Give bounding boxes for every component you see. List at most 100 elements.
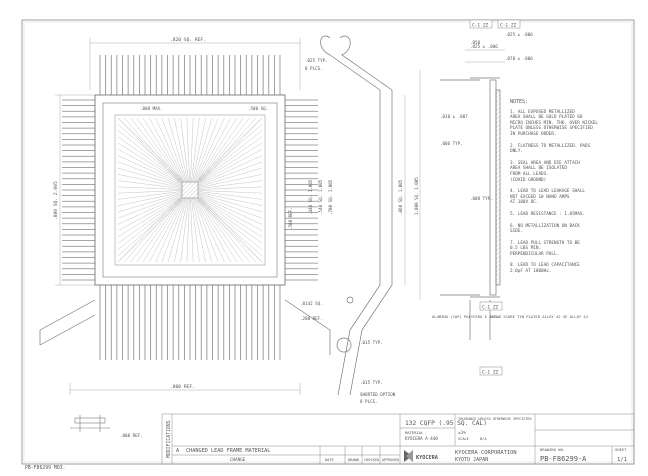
revision-text: CHANGED LEAD FRAME MATERIAL	[186, 448, 270, 454]
drawing-line	[117, 136, 183, 183]
lead-detail-view	[70, 415, 110, 432]
dim-side-3: .025 ± .006	[505, 32, 533, 37]
dim-mid-5: 1.000 SQ. 1.005	[414, 177, 419, 215]
drawing-line	[117, 180, 183, 189]
drawing-line	[197, 130, 263, 182]
dim-shorted-option: SHORTED OPTION	[360, 392, 396, 397]
datum-flag-4: C-1 ZZ	[482, 370, 499, 376]
drawing-line	[197, 200, 263, 263]
drawing-line	[180, 197, 189, 263]
drawing-line	[200, 197, 263, 263]
notes-heading: NOTES:	[510, 99, 529, 105]
sig-col-drawn: DRAWN	[348, 458, 359, 462]
sig-col-checked: CHECKED	[364, 458, 379, 462]
side-section-view	[440, 77, 501, 340]
material-label: MATERIAL	[405, 430, 424, 435]
drawing-line	[167, 197, 187, 263]
company-name: KYOCERA CORPORATION	[455, 450, 517, 456]
drawing-line	[195, 117, 225, 183]
general-notes: NOTES: 1. ALL EXPOSED METALLIZED AREA SH…	[510, 99, 622, 281]
sig-col-date: DATE	[325, 458, 334, 462]
drawing-line	[197, 180, 263, 189]
drawing-line	[117, 190, 183, 194]
drawing-line	[192, 197, 206, 263]
drawing-line	[174, 117, 188, 183]
dim-side-1: .050	[470, 40, 481, 45]
dim-bottom-overall: .800 REF.	[170, 384, 195, 390]
note-item: 6. NO METALLIZATION ON BACK SIDE.	[510, 223, 580, 235]
pins-left-column	[62, 99, 95, 281]
drawing-line	[180, 117, 189, 183]
dim-bottom-1: .0142 SQ.	[300, 301, 323, 306]
tolerance-value: ±1%	[458, 430, 466, 436]
drawing-line	[117, 195, 183, 231]
kyocera-logo	[404, 450, 413, 462]
material-value: KYOCERA A-440	[405, 436, 438, 441]
side-drawing-code: PB-F86299 MO3.	[25, 465, 65, 471]
dim-mid-1: .860 SQ. 1.005	[398, 179, 403, 215]
pins-bottom-row	[99, 285, 281, 360]
drawing-line	[136, 197, 183, 263]
datum-flag-2: C-1 ZZ	[500, 23, 517, 29]
drawing-line	[196, 117, 238, 183]
drawing-line	[130, 117, 182, 183]
note-item: 1. ALL EXPOSED METALLIZED AREA SHALL BE …	[510, 109, 598, 137]
dim-bottom-typ-1: .015 TYP.	[360, 340, 383, 345]
drawing-line	[199, 197, 256, 263]
dim-lead-pitch: .025 TYP.	[305, 58, 328, 63]
drawing-line	[117, 174, 183, 188]
drawing-line	[117, 124, 183, 181]
drawing-line	[197, 196, 263, 238]
drawing-line	[197, 136, 263, 183]
revision-mark: A	[176, 448, 180, 454]
drawing-line	[167, 117, 187, 183]
drawing-line	[197, 195, 263, 231]
cavity-outline	[114, 114, 266, 266]
package-top-view	[62, 55, 318, 360]
drawing-line	[186, 117, 190, 183]
seal-ring	[102, 102, 278, 278]
datum-flag-boxes	[469, 19, 521, 376]
drawing-line	[194, 117, 219, 183]
modifications-label: MODIFICATIONS	[166, 420, 172, 458]
drawing-line	[186, 197, 190, 263]
drawing-line	[117, 197, 180, 263]
dim-bottom-typ-2: .015 TYP.	[360, 380, 383, 385]
drawing-line	[117, 191, 183, 200]
dim-plcs-top: 8 PLCS.	[305, 66, 323, 71]
dim-bottom-2: .200 REF.	[300, 316, 323, 321]
drawing-line	[117, 195, 183, 225]
drawing-line	[195, 197, 225, 263]
drawing-line	[117, 196, 183, 238]
drawing-line	[117, 142, 183, 184]
drawing-line	[117, 167, 183, 187]
dim-side-6: .006 TYP.	[440, 141, 463, 146]
scale-label: SCALE	[458, 437, 469, 441]
drawing-line	[190, 117, 194, 183]
drawing-no-label: DRAWING NO.	[540, 447, 565, 452]
drawing-line	[197, 194, 263, 219]
drawing-line	[117, 117, 180, 183]
drawing-line	[117, 199, 183, 256]
tolerance-label: TOLERANCE UNLESS OTHERWISE SPECIFIED	[458, 417, 532, 421]
drawing-number: PB-F86299-A	[540, 455, 587, 463]
drawing-line	[198, 117, 250, 183]
drawing-line	[197, 117, 244, 183]
title-block-grid	[161, 413, 635, 465]
scale-value: N/A	[480, 437, 487, 441]
drawing-line	[197, 167, 263, 187]
note-item: 3. SEAL AREA AND DIE ATTACH AREA SHALL B…	[510, 160, 580, 183]
drawing-line	[149, 197, 185, 263]
drawing-line	[117, 130, 183, 182]
drawing-line	[117, 198, 183, 250]
leader-note-lead: LEAD SCORE TIN PLATED ALLOY 42 SE ALLOY …	[492, 314, 588, 319]
logo-text: KYOCERA	[416, 455, 439, 461]
drawing-line	[197, 124, 263, 181]
drawing-line	[197, 190, 263, 194]
note-item: 4. LEAD TO LEAD LEAKAGE SHALL NOT EXCEED…	[510, 189, 586, 206]
dim-mid-2: .440 SQ. 1.005	[308, 179, 313, 215]
drawing-line	[136, 117, 183, 183]
drawing-line	[194, 197, 219, 263]
drawing-line	[191, 197, 200, 263]
dim-bottom-lead: .008 REF.	[120, 433, 143, 438]
